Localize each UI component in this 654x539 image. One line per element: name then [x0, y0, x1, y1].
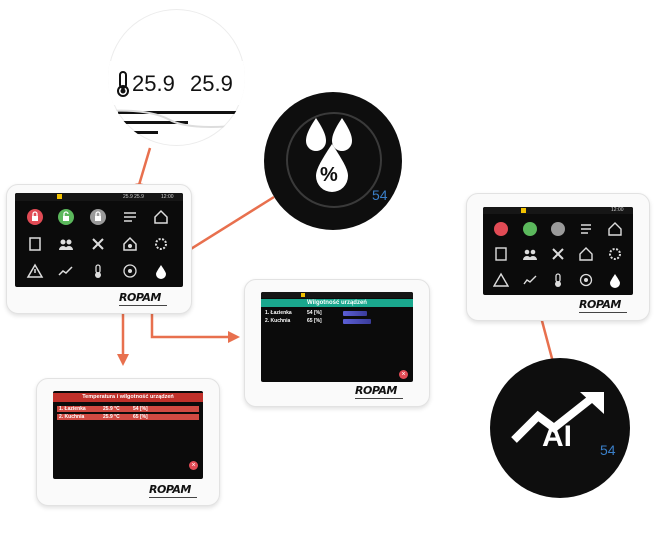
ai-chart-icon[interactable] [51, 257, 83, 284]
temperature-row-text: 1. Łazienka 25.9 °C 54 [%] [59, 406, 148, 412]
trend-chart-icon [510, 392, 606, 449]
brand-logo-underline [579, 312, 627, 313]
ai-number: 54 [600, 442, 616, 458]
list-icon[interactable] [114, 204, 146, 231]
humidity-row-name: 1. Łazienka [265, 310, 292, 316]
humidity-row-name: 2. Kuchnia [265, 318, 291, 324]
document-icon[interactable] [487, 242, 515, 268]
brand-logo-underline [119, 305, 167, 306]
brand-logo: ROPAM [149, 483, 191, 496]
humidity-drops-icon [302, 114, 368, 201]
status-bar: 25.9 25.9 12:00 [15, 193, 183, 201]
temp-reading-2: 25.9 [190, 71, 233, 96]
temperature-row [57, 406, 199, 412]
zoom-temp-divider [118, 121, 188, 124]
users-icon[interactable] [51, 231, 83, 258]
brand-logo-underline [355, 398, 403, 399]
humidity-icon-ring [286, 112, 382, 208]
zoom-temp-divider [118, 111, 238, 114]
house-settings-icon[interactable] [114, 231, 146, 258]
temperature-row-text: 2. Kuchnia 25.9 °C 65 [%] [59, 414, 148, 420]
brand-logo: ROPAM [119, 291, 161, 304]
tools-icon[interactable] [82, 231, 114, 258]
home-icon[interactable] [601, 216, 629, 242]
humidity-row-value: 65 [%] [307, 318, 322, 324]
keypad-right-screen: 12:00 [483, 207, 633, 295]
settings-gear-icon[interactable] [601, 242, 629, 268]
humidity-row-value: 54 [%] [307, 310, 322, 316]
humidity-number: 54 [372, 187, 388, 203]
zoom-ai: AI 54 [490, 358, 630, 498]
home-icon[interactable] [145, 204, 177, 231]
humidity-icon[interactable] [145, 257, 177, 284]
tools-icon[interactable] [544, 242, 572, 268]
temperature-row-humidity: 54 [%] [133, 406, 148, 412]
keypad-main-screen: 25.9 25.9 12:00 [15, 193, 183, 287]
icon-grid [487, 216, 629, 293]
temperature-row-temp: 25.9 °C [103, 406, 120, 412]
humidity-row: 1. Łazienka 54 [%] [265, 310, 322, 316]
temperature-row-temp: 25.9 °C [103, 414, 120, 420]
document-icon[interactable] [19, 231, 51, 258]
status-alert-icon [301, 293, 305, 297]
temperature-row [57, 414, 199, 420]
settings-gear-icon[interactable] [145, 231, 177, 258]
status-clock: 12:00 [611, 207, 624, 213]
status-alert-icon [521, 208, 526, 213]
status-clock: 12:00 [161, 194, 174, 200]
temp-humidity-icon[interactable] [114, 257, 146, 284]
disarm-lock-icon[interactable] [51, 204, 83, 231]
temperature-row-name: 1. Łazienka [59, 406, 86, 412]
users-icon[interactable] [515, 242, 543, 268]
close-button[interactable]: × [189, 461, 198, 470]
zoom-temp-divider [118, 131, 158, 134]
humidity-screen-title: Wilgotność urządzeń [261, 299, 413, 307]
close-button[interactable]: × [399, 370, 408, 379]
humidity-row: 2. Kuchnia 65 [%] [265, 318, 322, 324]
house-settings-icon[interactable] [572, 242, 600, 268]
temperature-row-name: 2. Kuchnia [59, 414, 85, 420]
brand-logo: ROPAM [579, 298, 621, 311]
zoom-temperature: 25.9 25.9 [108, 9, 245, 146]
keypad-temperature: Temperatura i wilgotność urządzeń 1. Łaz… [36, 378, 220, 506]
temperature-row-humidity: 65 [%] [133, 414, 148, 420]
list-icon[interactable] [572, 216, 600, 242]
keypad-main: 25.9 25.9 12:00 ROPAM [6, 184, 192, 314]
temperature-screen: Temperatura i wilgotność urządzeń 1. Łaz… [53, 391, 203, 479]
humidity-icon[interactable] [601, 267, 629, 293]
warning-icon[interactable] [487, 267, 515, 293]
temperature-screen-title: Temperatura i wilgotność urządzeń [53, 393, 203, 402]
zoom-humidity: % 54 [264, 92, 402, 230]
partial-lock-icon[interactable] [82, 204, 114, 231]
brand-logo-underline [149, 497, 197, 498]
status-bar: 12:00 [483, 207, 633, 214]
thermometer-icon[interactable] [82, 257, 114, 284]
humidity-level-bar [343, 319, 371, 324]
humidity-percent-symbol: % [320, 164, 338, 186]
status-bar [261, 292, 413, 298]
keypad-humidity: Wilgotność urządzeń 1. Łazienka 54 [%] 2… [244, 279, 430, 407]
temp-humidity-icon[interactable] [572, 267, 600, 293]
humidity-screen: Wilgotność urządzeń 1. Łazienka 54 [%] 2… [261, 292, 413, 382]
status-reading: 25.9 25.9 [123, 194, 144, 200]
disarm-lock-icon[interactable] [515, 216, 543, 242]
zoom-temp-header-bar [108, 61, 245, 105]
humidity-level-bar [343, 311, 367, 316]
zoom-temp-bezel-curve [108, 109, 245, 128]
arm-lock-icon[interactable] [487, 216, 515, 242]
thermometer-icon [114, 70, 132, 103]
warning-icon[interactable] [19, 257, 51, 284]
temp-reading-1: 25.9 [132, 71, 175, 96]
thermometer-icon[interactable] [544, 267, 572, 293]
partial-lock-icon[interactable] [544, 216, 572, 242]
icon-grid [19, 204, 177, 284]
brand-logo: ROPAM [355, 384, 397, 397]
ai-chart-icon[interactable] [515, 267, 543, 293]
ai-label: AI [542, 420, 572, 453]
keypad-right: 12:00 ROPAM [466, 193, 650, 321]
arm-lock-icon[interactable] [19, 204, 51, 231]
status-alert-icon [57, 194, 62, 199]
